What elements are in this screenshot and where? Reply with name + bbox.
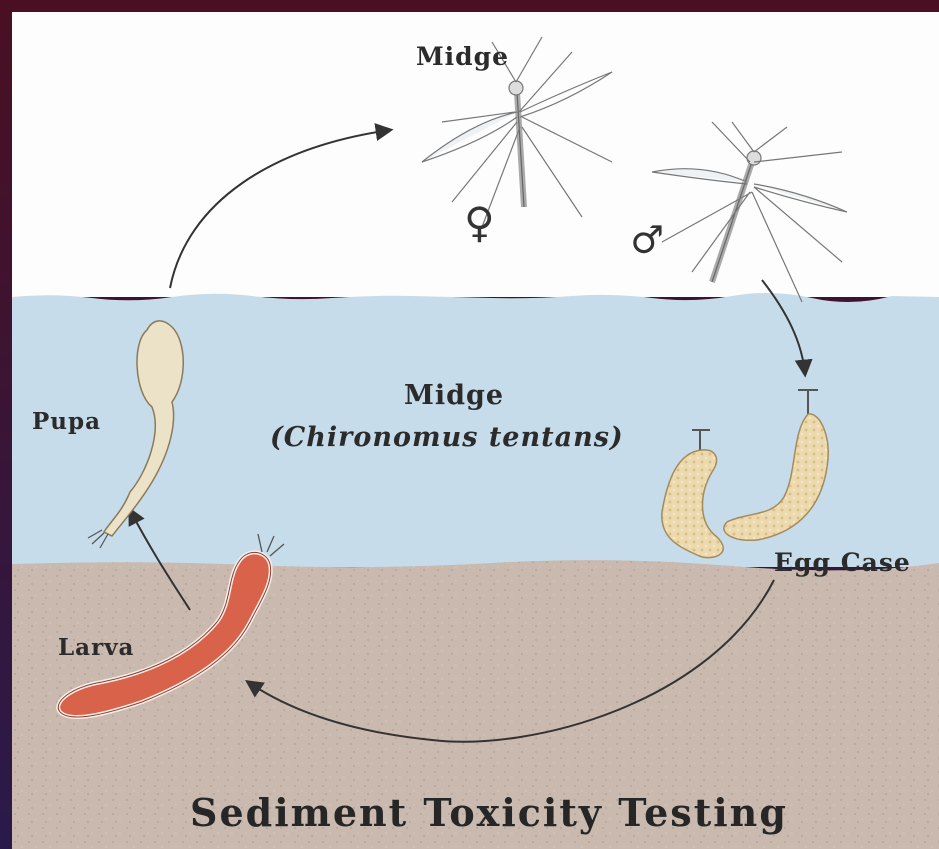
species-label: (Chironomus tentans) <box>270 422 624 453</box>
egg-case-label: Egg Case <box>774 548 911 577</box>
larva-label: Larva <box>58 634 134 661</box>
lifecycle-diagram: Midge ♀ ♂ Midge (Chironomus tentans) Pup… <box>12 12 939 849</box>
diagram-title: Sediment Toxicity Testing <box>190 790 788 835</box>
pupa-label: Pupa <box>32 408 101 435</box>
midge-center-label: Midge <box>404 380 504 411</box>
female-symbol: ♀ <box>464 198 495 247</box>
midge-adult-label: Midge <box>416 42 509 71</box>
male-symbol: ♂ <box>630 218 664 262</box>
